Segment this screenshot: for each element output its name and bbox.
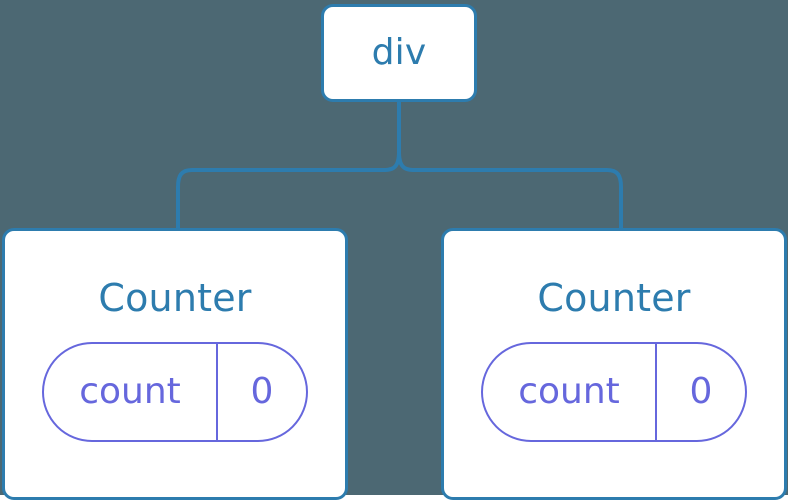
state-pill-left[interactable]: count 0 [42, 342, 308, 442]
node-counter-left-label: Counter [98, 276, 252, 320]
state-value-left: 0 [216, 344, 306, 440]
state-key-left: count [79, 371, 181, 412]
node-counter-right-label: Counter [537, 276, 691, 320]
node-counter-left[interactable]: Counter count 0 [2, 228, 348, 500]
connector-to-right-child [397, 151, 623, 230]
node-div[interactable]: div [321, 4, 477, 102]
state-pill-right[interactable]: count 0 [481, 342, 747, 442]
connector-to-left-child [176, 151, 401, 230]
state-value-right: 0 [655, 344, 745, 440]
node-div-label: div [371, 32, 427, 73]
state-key-right: count [518, 371, 620, 412]
node-counter-right[interactable]: Counter count 0 [441, 228, 787, 500]
